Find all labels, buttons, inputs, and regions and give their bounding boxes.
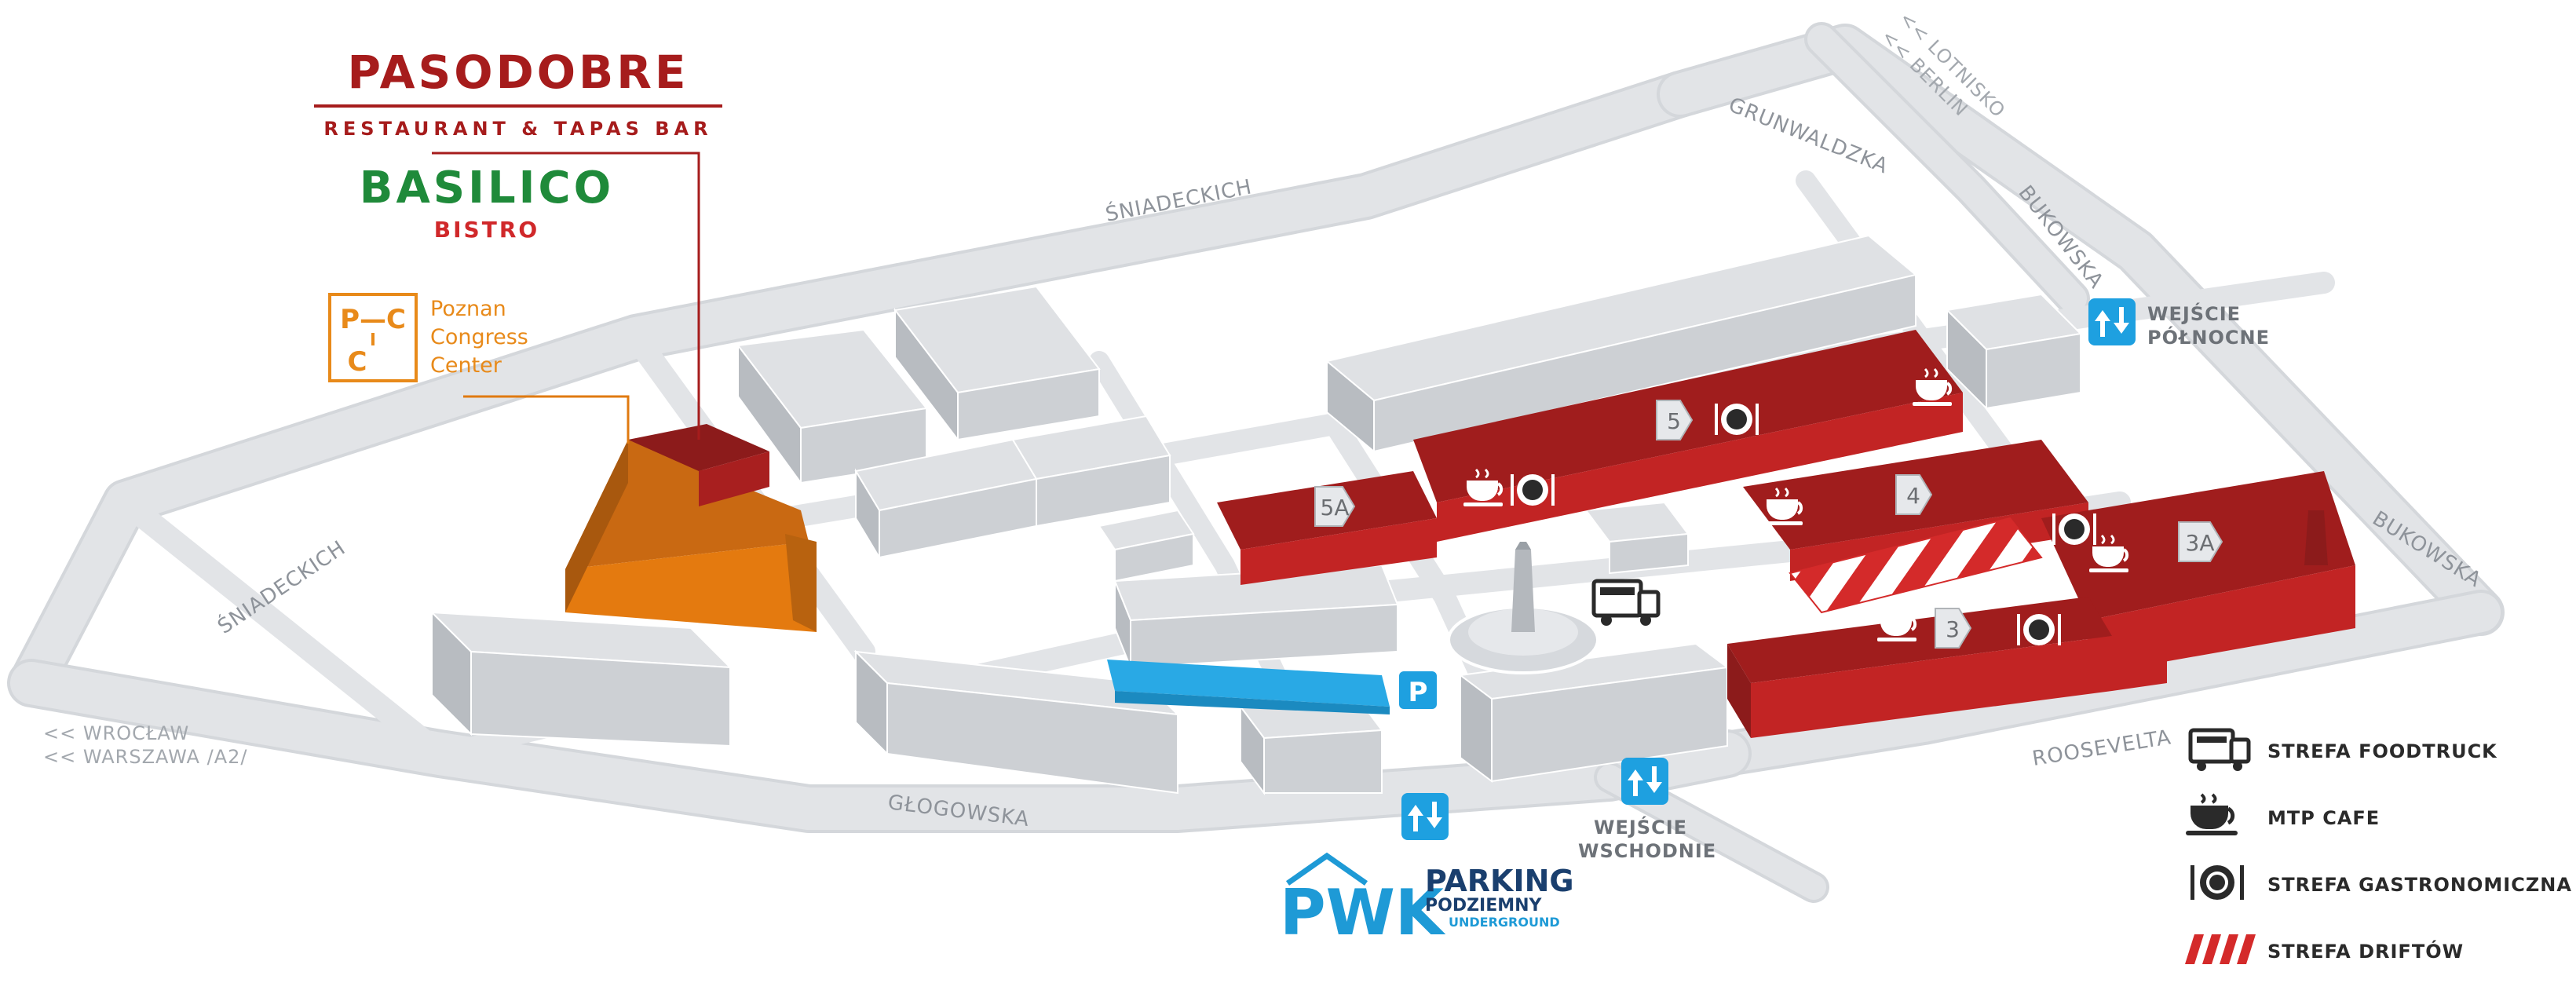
building-center-small bbox=[1098, 509, 1195, 583]
pwk-parking-logo: PWK PARKING PODZIEMNY UNDERGROUND bbox=[1280, 852, 1574, 949]
gray-buildings bbox=[429, 234, 2083, 795]
svg-text:RESTAURANT & TAPAS BAR: RESTAURANT & TAPAS BAR bbox=[323, 118, 712, 140]
roundabout bbox=[1447, 542, 1599, 674]
entrance-east-sign[interactable] bbox=[1621, 758, 1668, 805]
coffee-cup-icon bbox=[1913, 367, 1953, 406]
building-northwest-2 bbox=[893, 285, 1101, 442]
direction-wroclaw: << WROCŁAW bbox=[43, 722, 189, 744]
svg-text:MTP CAFE: MTP CAFE bbox=[2267, 807, 2380, 829]
svg-text:Congress: Congress bbox=[430, 325, 528, 349]
building-northeast bbox=[1945, 293, 2083, 411]
svg-text:4: 4 bbox=[1906, 483, 1920, 509]
svg-text:Poznan: Poznan bbox=[430, 297, 506, 321]
svg-text:PODZIEMNY: PODZIEMNY bbox=[1425, 896, 1543, 915]
svg-text:PWK: PWK bbox=[1280, 876, 1446, 949]
map-amenity-icons bbox=[1463, 367, 2129, 645]
gate-north-line1: WEJŚCIE bbox=[2147, 301, 2241, 325]
pcc-building bbox=[565, 424, 817, 632]
pcc-logo: P—C C Poznan Congress Center bbox=[328, 293, 528, 382]
svg-text:UNDERGROUND: UNDERGROUND bbox=[1449, 915, 1560, 930]
hall-badge-3a: 3A bbox=[2178, 521, 2223, 562]
hall-badge-4: 4 bbox=[1895, 474, 1933, 515]
street-roosevelta: ROOSEVELTA bbox=[2030, 725, 2172, 771]
coffee-cup-icon bbox=[1463, 468, 1504, 506]
svg-text:5A: 5A bbox=[1321, 495, 1350, 521]
basilico-logo: BASILICO BISTRO bbox=[360, 163, 614, 243]
logo-leader-lines bbox=[432, 152, 700, 444]
hall-badge-5a: 5A bbox=[1314, 486, 1356, 527]
plate-icon bbox=[2017, 614, 2061, 645]
svg-text:C: C bbox=[348, 346, 367, 378]
legend: STREFA FOODTRUCK MTP CAFE STREFA GASTRON… bbox=[2185, 728, 2572, 964]
plate-icon bbox=[2052, 513, 2096, 545]
gate-east-line1: WEJŚCIE bbox=[1594, 815, 1687, 839]
parking-sign[interactable]: P bbox=[1399, 671, 1437, 709]
building-long-north bbox=[1325, 234, 1918, 454]
entrance-north-sign[interactable] bbox=[2088, 298, 2136, 345]
building-center-mid bbox=[1113, 564, 1399, 669]
building-west-long bbox=[429, 610, 733, 747]
legend-item-cafe: MTP CAFE bbox=[2186, 793, 2380, 835]
svg-text:P: P bbox=[1409, 677, 1428, 708]
svg-text:STREFA FOODTRUCK: STREFA FOODTRUCK bbox=[2267, 740, 2497, 762]
coffee-cup-icon bbox=[1877, 603, 1917, 641]
legend-item-gastro: STREFA GASTRONOMICZNA bbox=[2191, 865, 2572, 900]
building-central-north bbox=[854, 415, 1171, 561]
food-truck-icon bbox=[1591, 579, 1661, 626]
parking-entrance-sign[interactable] bbox=[1401, 793, 1449, 840]
pasodobre-logo: PASODOBRE RESTAURANT & TAPAS BAR bbox=[314, 46, 722, 140]
direction-warszawa: << WARSZAWA /A2/ bbox=[43, 746, 247, 768]
legend-item-foodtruck: STREFA FOODTRUCK bbox=[2188, 728, 2497, 771]
gate-north-line2: PÓŁNOCNE bbox=[2147, 325, 2270, 349]
svg-text:BISTRO: BISTRO bbox=[434, 217, 539, 243]
building-south-long bbox=[853, 649, 1180, 795]
svg-text:BASILICO: BASILICO bbox=[360, 163, 614, 214]
coffee-cup-icon bbox=[1763, 487, 1803, 525]
underground-parking bbox=[1107, 660, 1390, 714]
svg-text:3: 3 bbox=[1946, 616, 1960, 642]
svg-text:STREFA DRIFTÓW: STREFA DRIFTÓW bbox=[2267, 939, 2464, 963]
hall-number-badges: 5A 5 4 3A 3 bbox=[1314, 400, 2223, 649]
hall-badge-3: 3 bbox=[1935, 608, 1972, 649]
svg-text:PASODOBRE: PASODOBRE bbox=[347, 46, 689, 99]
svg-text:STREFA GASTRONOMICZNA: STREFA GASTRONOMICZNA bbox=[2267, 874, 2572, 896]
svg-text:PARKING: PARKING bbox=[1425, 864, 1574, 898]
plate-icon bbox=[2191, 865, 2244, 900]
hall-badge-5: 5 bbox=[1656, 400, 1694, 440]
hall-3 bbox=[1727, 597, 2167, 738]
building-center-junction bbox=[1584, 501, 1690, 575]
gate-east-line2: WSCHODNIE bbox=[1578, 840, 1716, 862]
svg-text:P—C: P—C bbox=[340, 304, 406, 335]
svg-text:3A: 3A bbox=[2186, 530, 2215, 556]
gate-labels: WEJŚCIE PÓŁNOCNE WEJŚCIE WSCHODNIE bbox=[1578, 301, 2270, 862]
plate-icon bbox=[1715, 404, 1759, 435]
plate-icon bbox=[1511, 474, 1555, 506]
coffee-cup-icon bbox=[2186, 793, 2238, 835]
food-truck-icon bbox=[2188, 728, 2251, 771]
svg-text:5: 5 bbox=[1667, 408, 1681, 434]
drift-zone bbox=[1789, 517, 2043, 614]
svg-text:Center: Center bbox=[430, 353, 502, 378]
drift-stripes-icon bbox=[2185, 934, 2256, 964]
building-east-gate bbox=[1458, 642, 1730, 783]
coffee-cup-icon bbox=[2089, 534, 2129, 572]
legend-item-drift: STREFA DRIFTÓW bbox=[2185, 934, 2464, 964]
